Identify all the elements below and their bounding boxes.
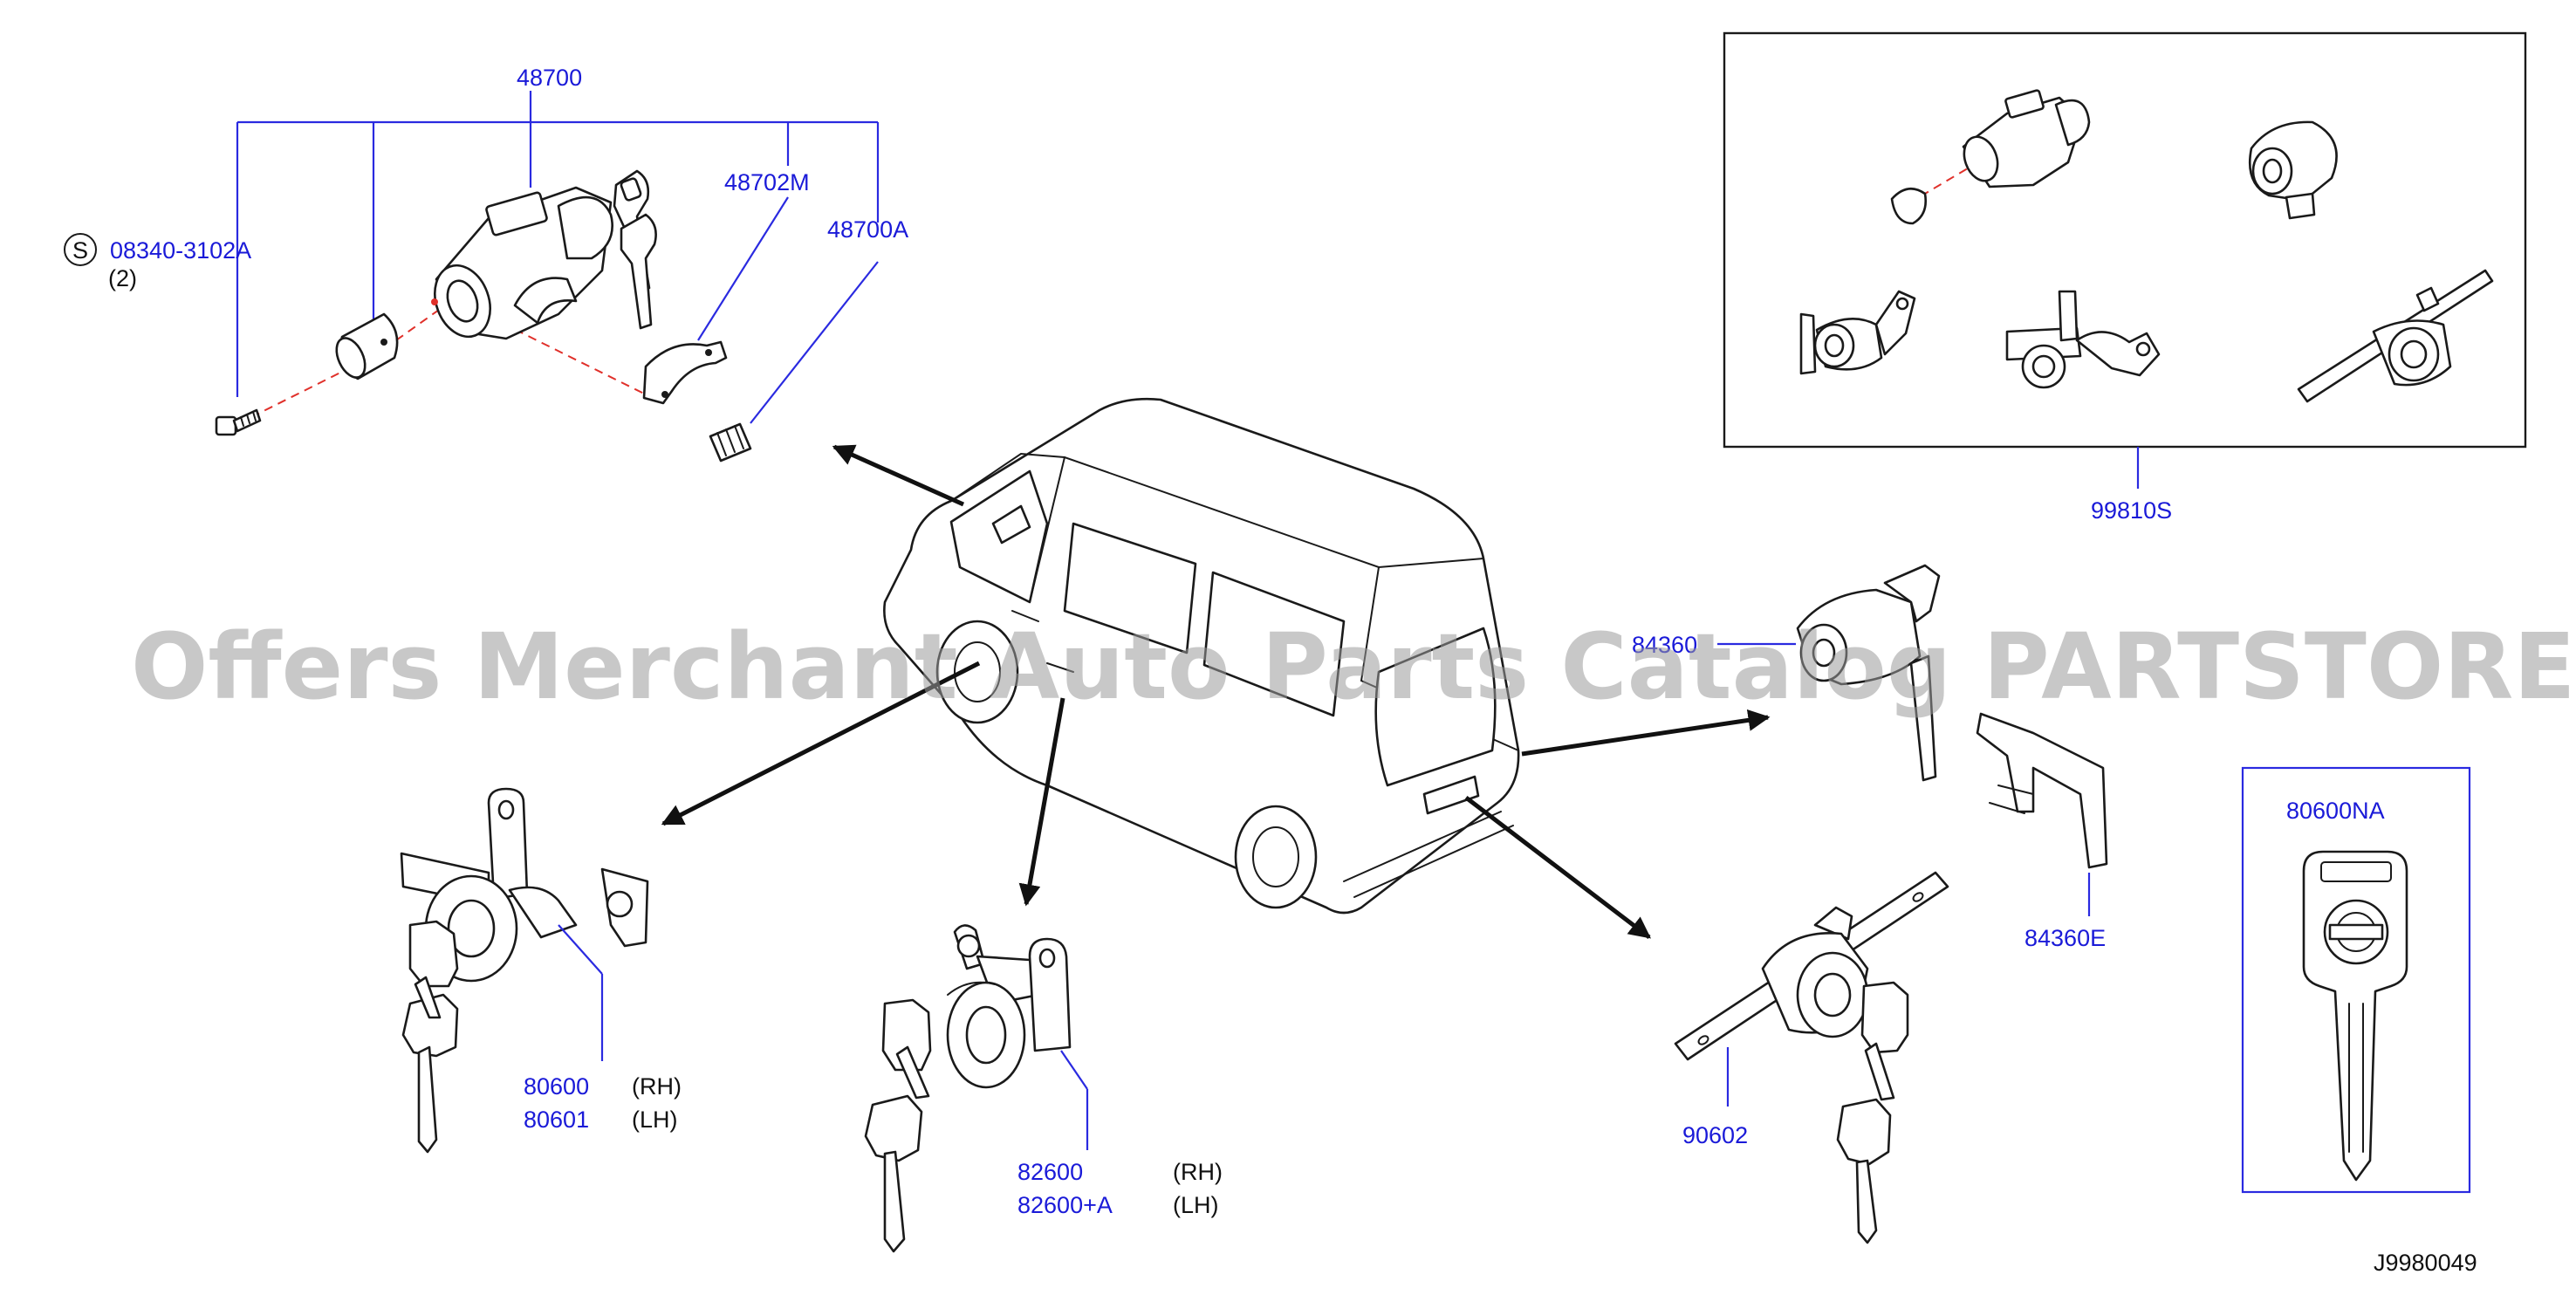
slide-door-keys-part — [864, 998, 932, 1253]
kit-glove-box-cylinder-part — [2248, 120, 2338, 220]
ignition-body-part — [431, 186, 613, 340]
part-label-80601: 80601 — [524, 1107, 589, 1133]
blank-key-part — [2302, 850, 2408, 1182]
screw-symbol-letter: S — [72, 237, 88, 264]
part-label-90602: 90602 — [1682, 1122, 1748, 1148]
ignition-keys-part — [613, 169, 657, 330]
van-illustration — [883, 397, 1520, 915]
kit-door-cylinder-right-part — [2005, 290, 2161, 389]
part-label-84360e: 84360E — [2024, 925, 2106, 951]
blank-key-box — [2241, 766, 2471, 1194]
back-door-keys-part — [1836, 981, 1909, 1244]
part-label-80600: 80600 — [524, 1073, 589, 1100]
steering-lock-clamp-part — [642, 340, 728, 405]
labels: 48700 48702M 48700A S 08340-3102A (2) 99… — [64, 65, 2477, 1276]
part-label-82600-a: 82600+A — [1017, 1192, 1113, 1218]
slide-door-cylinder-part — [946, 924, 1072, 1089]
side-label-lh-82600-a: (LH) — [1173, 1192, 1219, 1218]
leader-lines-ignition — [236, 91, 880, 424]
side-label-rh-80600: (RH) — [632, 1073, 682, 1100]
back-door-cylinder-part — [1674, 871, 1949, 1061]
part-label-48700a: 48700A — [827, 216, 908, 243]
back-door-lock-assembly — [1674, 871, 1949, 1244]
front-door-cylinder-part — [400, 787, 649, 983]
part-label-08340-3102a: 08340-3102A — [110, 237, 251, 264]
kit-ignition-part — [1890, 89, 2091, 225]
slide-door-cylinder-assembly — [864, 924, 1089, 1253]
rod-clip-part — [1976, 712, 2108, 869]
part-label-99810s: 99810S — [2091, 497, 2172, 524]
watermark-text: Offers Merchant Auto Parts Catalog PARTS… — [131, 613, 2576, 720]
screw-symbol-circle — [64, 233, 97, 266]
side-label-lh-80601: (LH) — [632, 1107, 678, 1133]
rear-cylinder-part — [1796, 564, 1941, 782]
back-door-cylinder-assembly — [1717, 564, 2108, 916]
shear-bolt-part — [709, 422, 752, 462]
lock-cap-part — [335, 312, 399, 380]
part-label-48700: 48700 — [517, 65, 582, 91]
bolt-part — [215, 408, 262, 436]
arrows — [661, 444, 1771, 939]
front-door-cylinder-assembly — [400, 787, 649, 1154]
part-label-84360: 84360 — [1632, 632, 1697, 658]
kit-back-door-cylinder-part — [2297, 269, 2494, 403]
bolt-quantity: (2) — [108, 265, 137, 291]
part-label-80600na: 80600NA — [2286, 798, 2385, 824]
part-label-82600: 82600 — [1017, 1159, 1083, 1185]
side-label-rh-82600: (RH) — [1173, 1159, 1223, 1185]
part-label-48702m: 48702M — [724, 169, 810, 195]
ignition-lock-assembly — [215, 91, 880, 462]
front-door-keys-part — [401, 920, 459, 1154]
kit-door-cylinder-left-part — [1799, 290, 1916, 375]
lock-set-kit-box — [1723, 31, 2527, 489]
drawing-code: J9980049 — [2374, 1250, 2477, 1276]
